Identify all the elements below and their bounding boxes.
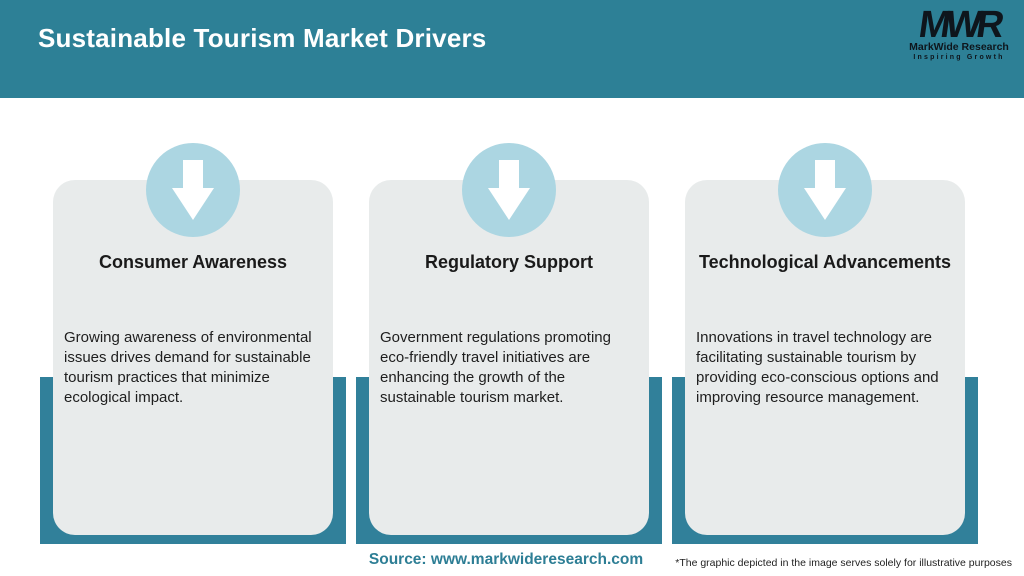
card-title: Regulatory Support — [424, 252, 593, 272]
disclaimer-text: *The graphic depicted in the image serve… — [675, 557, 1012, 569]
driver-column-consumer-awareness: Consumer Awareness Growing awareness of … — [40, 143, 346, 544]
card-description: Government regulations promoting eco-fri… — [380, 329, 611, 406]
header-bar: Sustainable Tourism Market Drivers MWR M… — [0, 0, 1024, 98]
card-title: Consumer Awareness — [98, 252, 288, 272]
markwide-research-logo: MWR MarkWide Research Inspiring Growth — [904, 4, 1014, 61]
driver-card: Consumer Awareness Growing awareness of … — [53, 180, 333, 535]
down-arrow-icon — [172, 160, 214, 220]
down-arrow-icon — [488, 160, 530, 220]
card-title: Technological Advancements — [698, 252, 952, 272]
source-text: Source: www.markwideresearch.com — [368, 551, 644, 568]
arrow-badge — [462, 143, 556, 237]
down-arrow-icon — [804, 160, 846, 220]
logo-tagline: Inspiring Growth — [913, 54, 1005, 61]
card-description: Growing awareness of environmental issue… — [64, 329, 312, 406]
arrow-badge — [146, 143, 240, 237]
driver-column-technological-advancements: Technological Advancements Innovations i… — [672, 143, 978, 544]
logo-monogram: MWR — [916, 4, 1002, 46]
page-title: Sustainable Tourism Market Drivers — [38, 23, 487, 53]
logo-company-name: MarkWide Research — [909, 41, 1009, 53]
driver-card: Regulatory Support Government regulation… — [369, 180, 649, 535]
card-description: Innovations in travel technology are fac… — [696, 329, 939, 406]
driver-column-regulatory-support: Regulatory Support Government regulation… — [356, 143, 662, 544]
arrow-badge — [778, 143, 872, 237]
driver-card: Technological Advancements Innovations i… — [685, 180, 965, 535]
